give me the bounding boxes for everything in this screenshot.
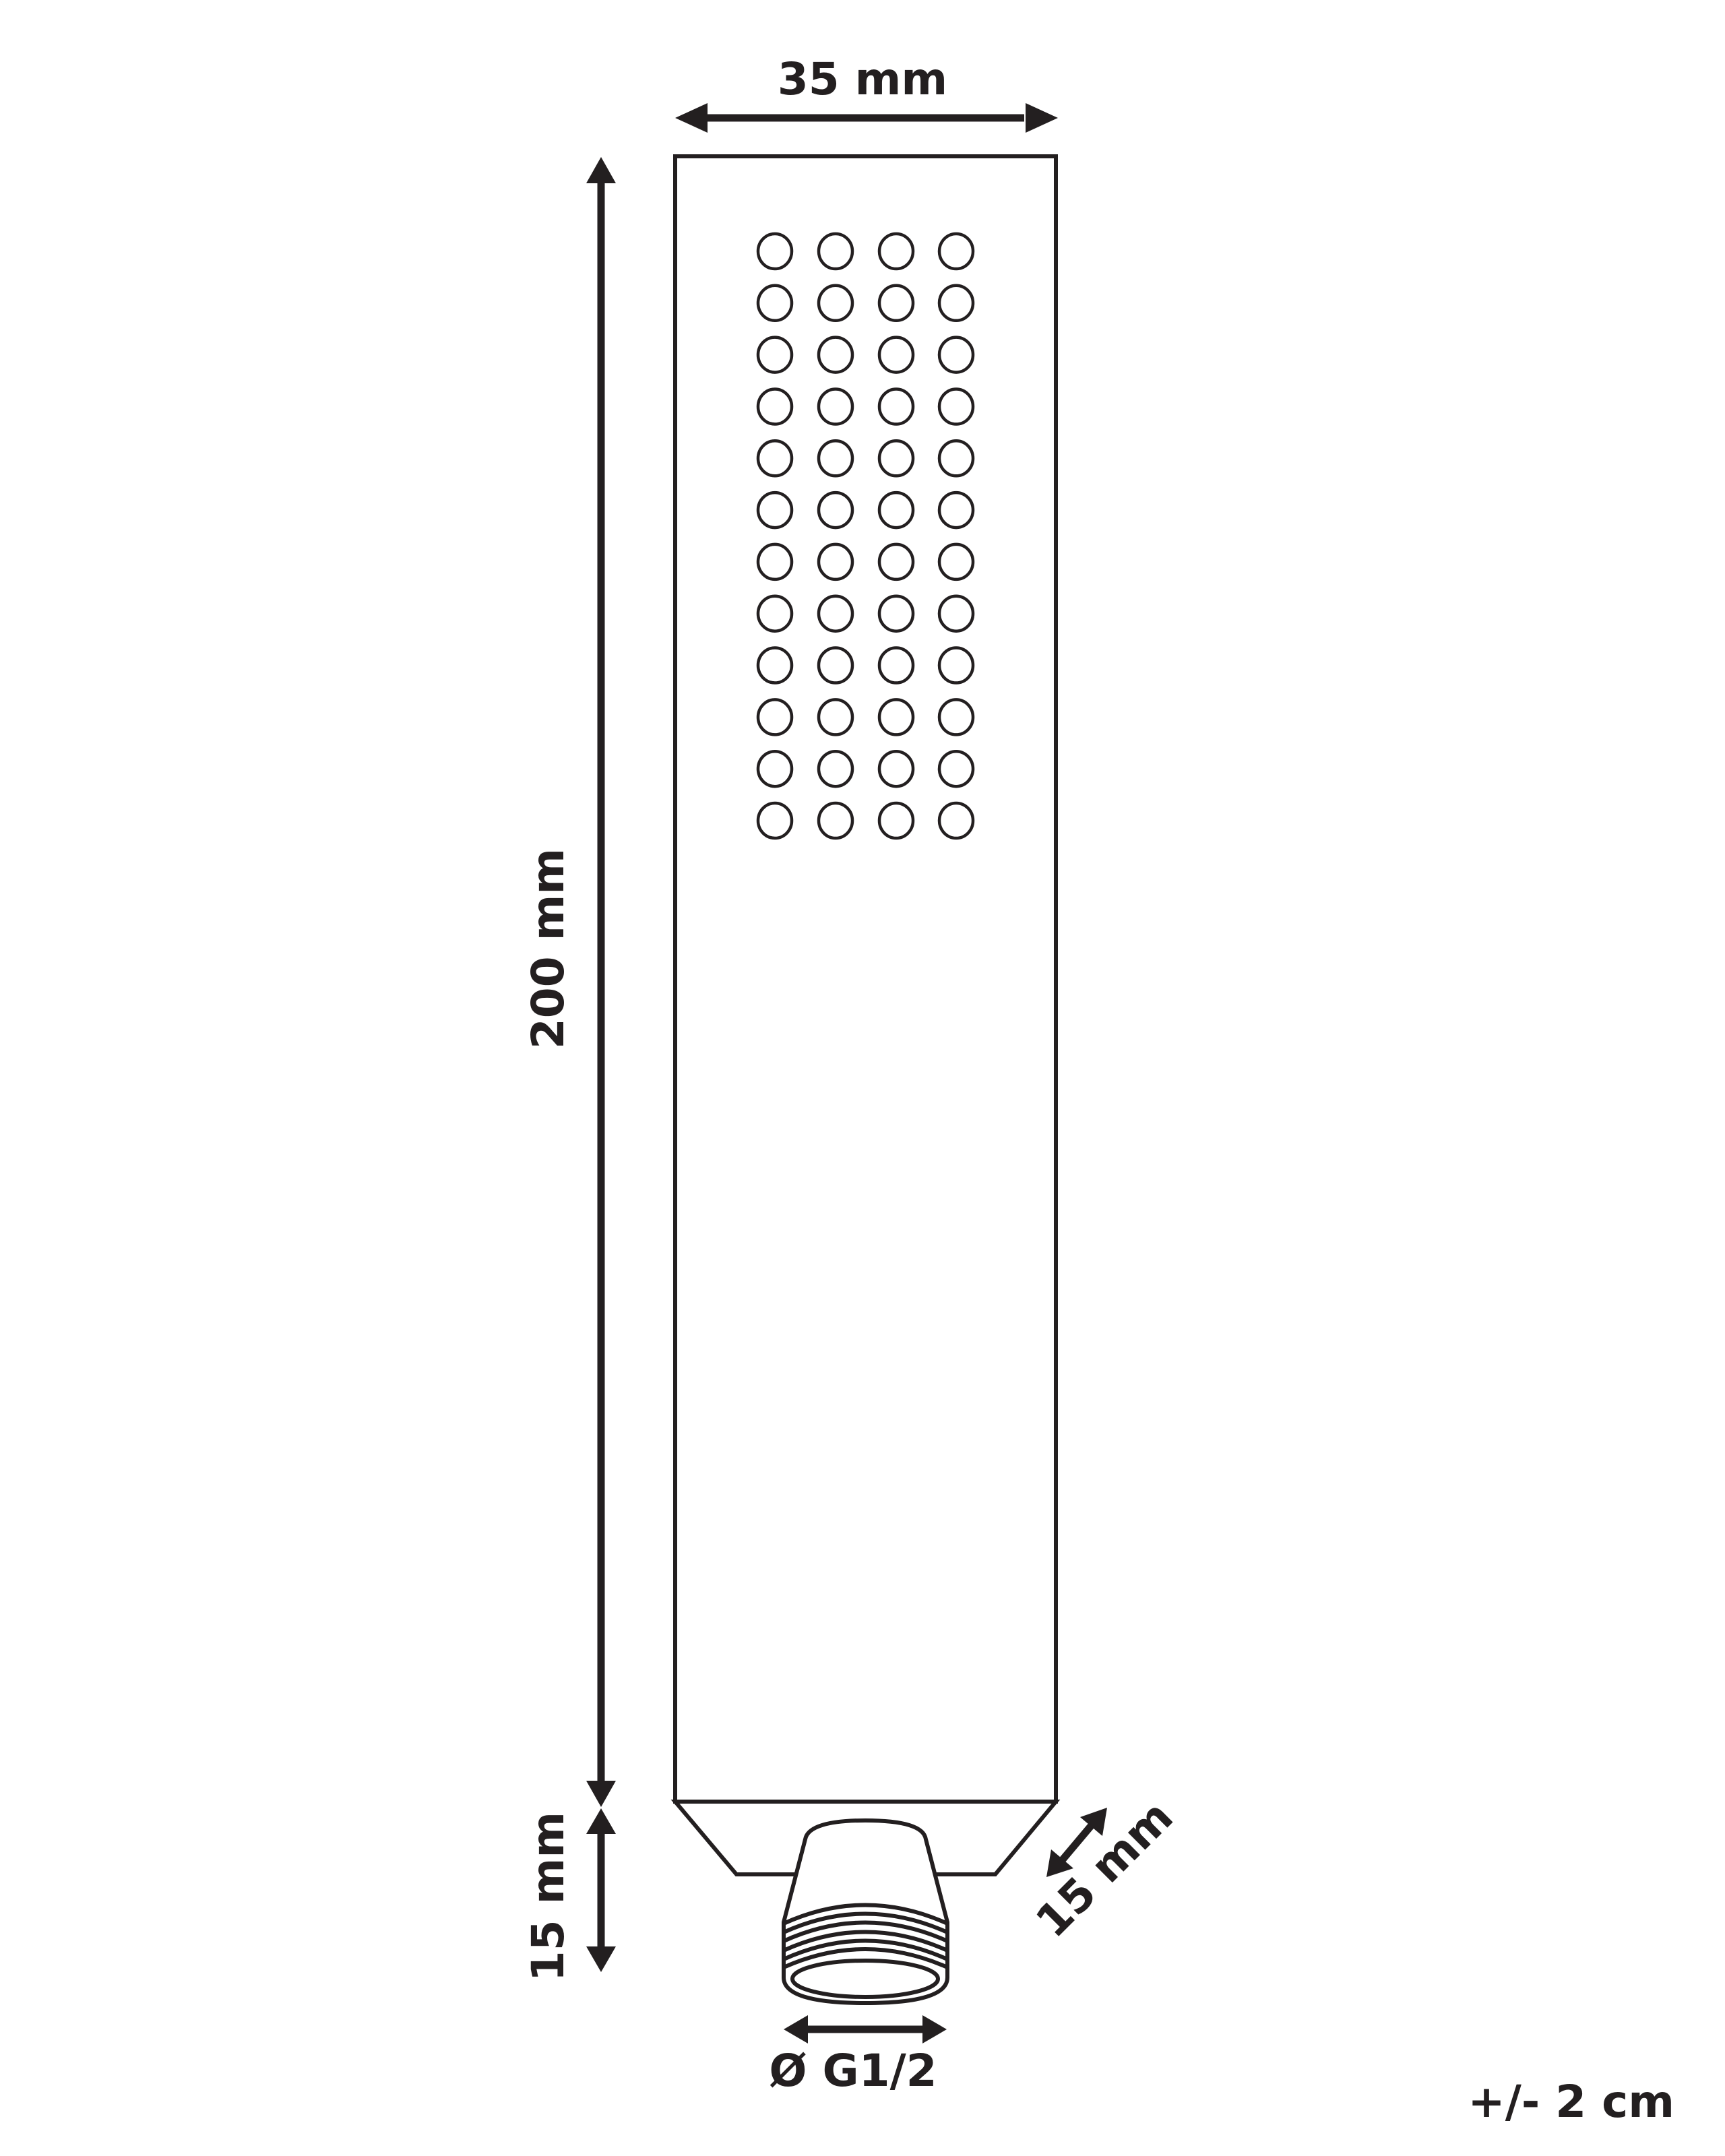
nozzle-hole — [756, 336, 794, 374]
nozzle-hole — [937, 646, 975, 685]
nozzle-hole — [756, 490, 794, 530]
nozzle-hole — [817, 232, 854, 271]
tolerance-note: +/- 2 cm — [1468, 2076, 1674, 2128]
connector-opening — [790, 1959, 940, 1999]
nozzle-hole — [756, 387, 794, 426]
nozzle-hole — [756, 232, 794, 271]
nozzle-hole — [756, 749, 794, 788]
nozzle-hole — [756, 284, 794, 323]
nozzle-hole — [877, 542, 915, 581]
width-label: 35 mm — [778, 53, 947, 105]
nozzle-hole — [937, 284, 975, 323]
nozzle-hole — [877, 698, 915, 736]
nozzle-hole — [817, 439, 854, 478]
shower-body — [673, 154, 1058, 1804]
width-dimension: 35 mm — [675, 53, 1058, 133]
thread-label: Ø G1/2 — [769, 2045, 937, 2097]
nozzle-hole — [817, 336, 854, 374]
nozzle-hole — [937, 594, 975, 633]
nozzle-hole — [877, 439, 915, 478]
thread-dimension: Ø G1/2 — [769, 2015, 947, 2097]
nozzle-hole — [756, 594, 794, 633]
nozzle-hole — [937, 336, 975, 374]
nozzle-hole — [937, 698, 975, 736]
nozzle-hole — [756, 801, 794, 840]
nozzle-hole — [937, 387, 975, 426]
nozzle-hole — [756, 698, 794, 736]
nozzle-hole — [937, 542, 975, 581]
nozzle-hole — [756, 542, 794, 581]
nozzle-hole — [817, 490, 854, 530]
nozzle-hole — [877, 336, 915, 374]
connector-height-dimension: 15 mm — [522, 1808, 616, 1981]
height-dimension: 200 mm — [522, 157, 616, 1807]
connector-height-label: 15 mm — [522, 1812, 574, 1981]
nozzle-hole — [817, 542, 854, 581]
nozzle-hole — [817, 387, 854, 426]
nozzle-hole — [756, 646, 794, 685]
nozzle-grid — [756, 232, 975, 840]
nozzle-hole — [937, 490, 975, 530]
nozzle-hole — [877, 490, 915, 530]
nozzle-hole — [937, 749, 975, 788]
nozzle-hole — [877, 594, 915, 633]
tapered-base — [670, 1800, 1061, 1876]
nozzle-hole — [877, 801, 915, 840]
nozzle-hole — [817, 646, 854, 685]
nozzle-hole — [817, 801, 854, 840]
nozzle-hole — [877, 646, 915, 685]
connector-depth-dimension: 15 mm — [1026, 1791, 1183, 1948]
nozzle-hole — [937, 801, 975, 840]
nozzle-hole — [877, 232, 915, 271]
height-label: 200 mm — [522, 848, 574, 1049]
nozzle-hole — [817, 594, 854, 633]
nozzle-hole — [877, 284, 915, 323]
nozzle-hole — [877, 749, 915, 788]
nozzle-hole — [817, 284, 854, 323]
nozzle-hole — [756, 439, 794, 478]
nozzle-hole — [937, 439, 975, 478]
thread-connector — [782, 1818, 949, 2006]
nozzle-hole — [817, 749, 854, 788]
nozzle-hole — [877, 387, 915, 426]
nozzle-hole — [817, 698, 854, 736]
nozzle-hole — [937, 232, 975, 271]
